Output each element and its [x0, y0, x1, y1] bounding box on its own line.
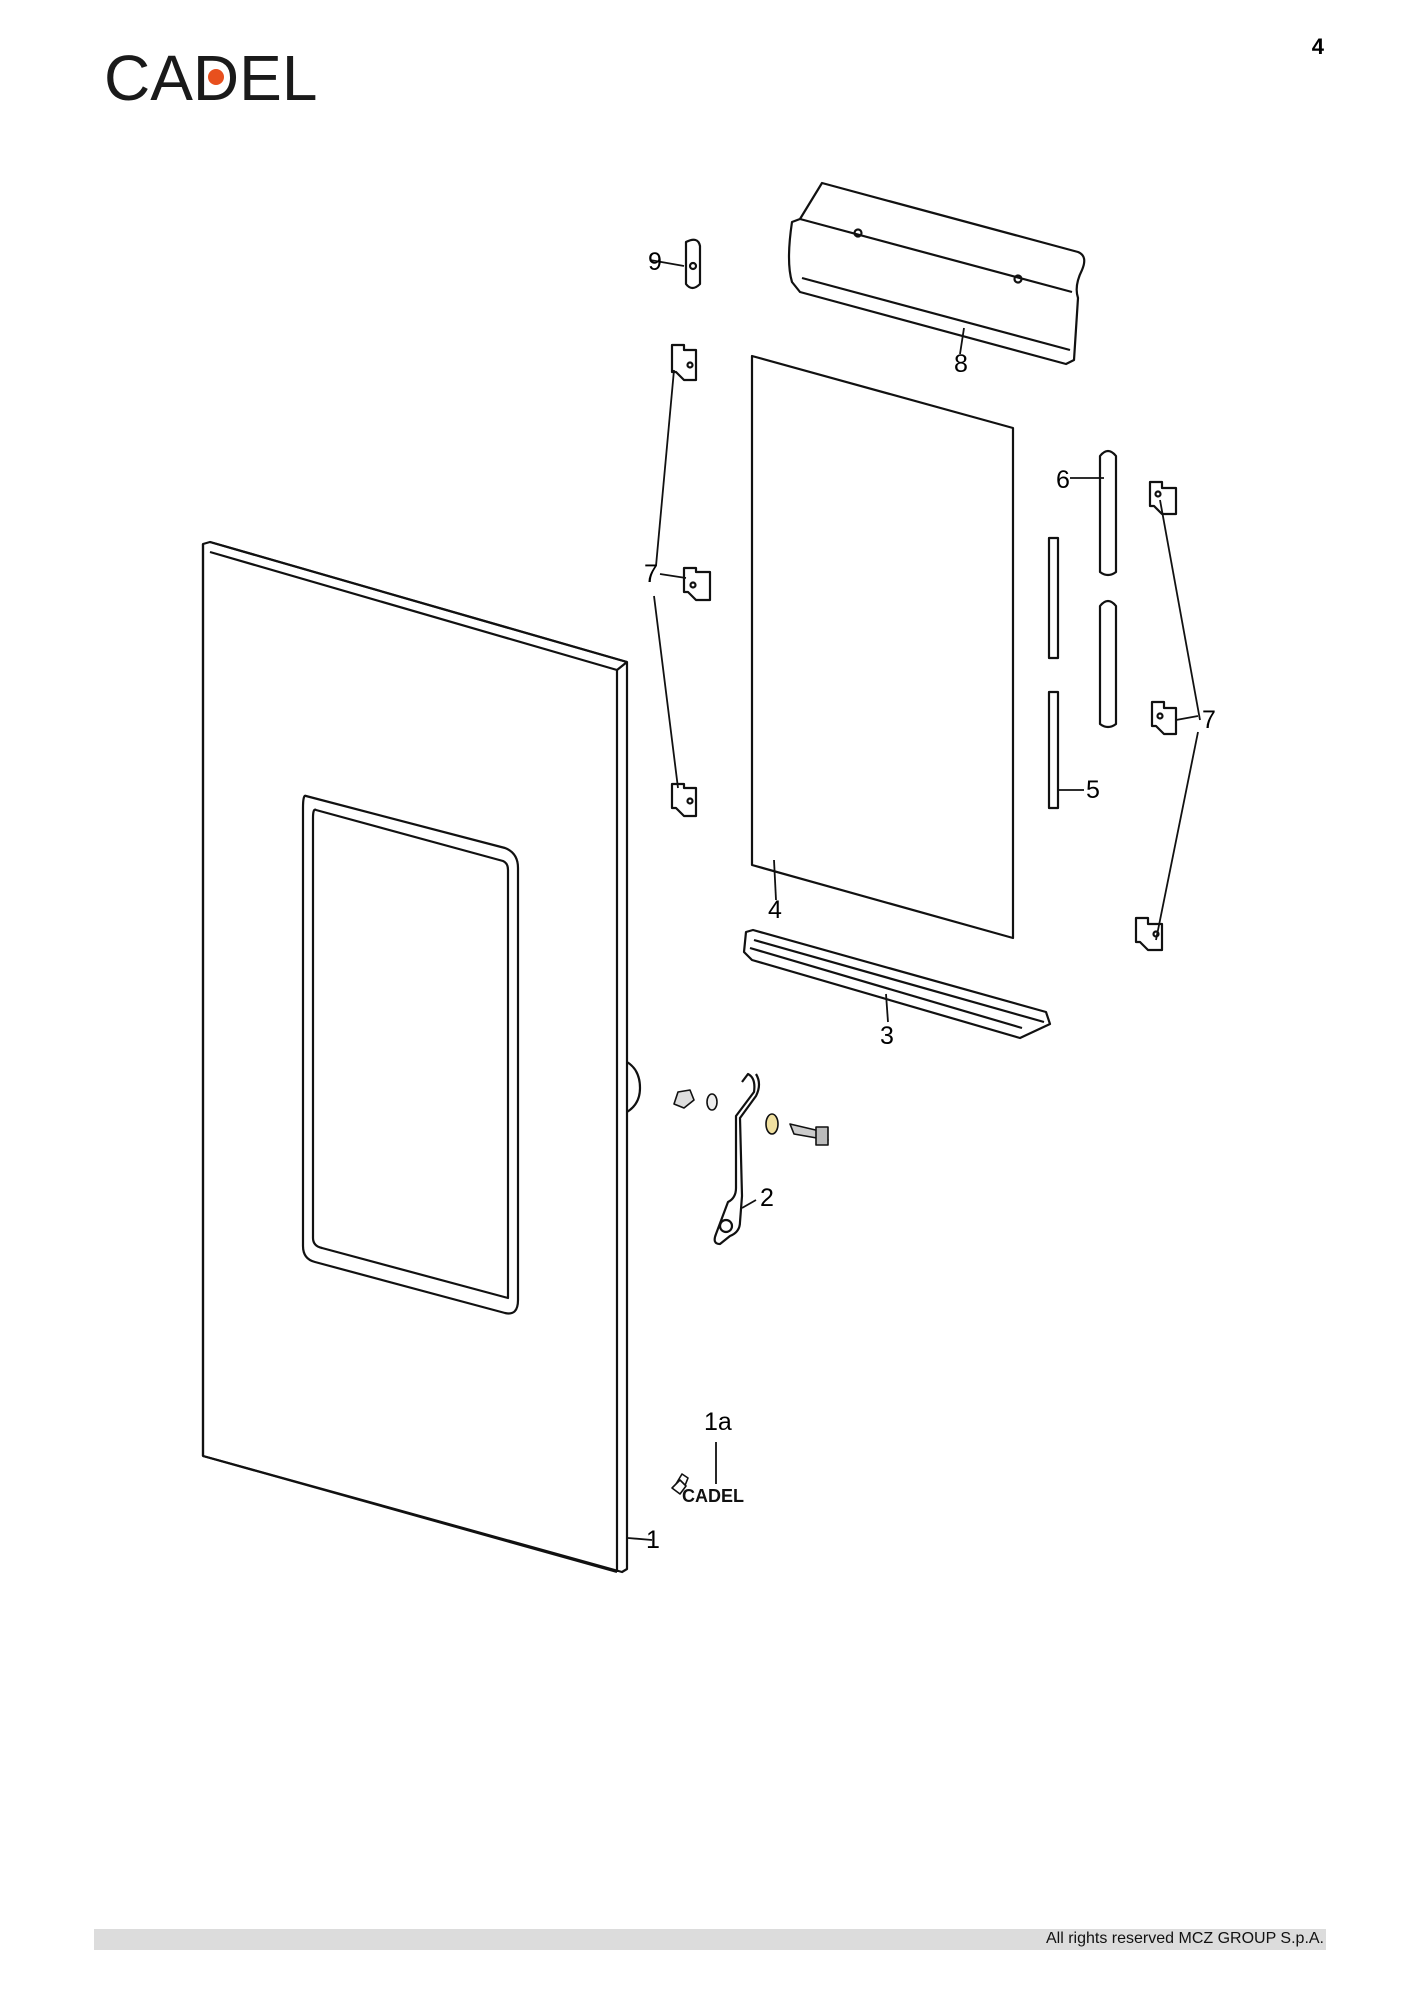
cadel-logo: CADEL: [104, 46, 324, 106]
bottom-profile: [742, 928, 1052, 1040]
glass-clips-left: [670, 343, 712, 818]
glass-clips-right: [1134, 480, 1178, 952]
logo-dot: [208, 69, 224, 85]
callout-2: 2: [760, 1184, 774, 1212]
callout-7-right: 7: [1202, 706, 1216, 734]
callout-9: 9: [648, 248, 662, 276]
page-number: 4: [1311, 34, 1324, 59]
callout-1a: 1a: [704, 1408, 732, 1436]
hinge-pins: [1098, 449, 1118, 729]
callout-5: 5: [1086, 776, 1100, 804]
logo-badge: [671, 1473, 689, 1495]
glass-pane: [750, 354, 1015, 940]
callout-1: 1: [646, 1526, 660, 1554]
cadel-logo-mark: CADEL: [104, 46, 317, 106]
hardware-nuts: [673, 1089, 829, 1146]
footer-bar: [94, 1929, 1326, 1950]
door-panel: [201, 540, 642, 1574]
small-clip: [684, 238, 702, 290]
copyright-text: All rights reserved MCZ GROUP S.p.A.: [1046, 1930, 1324, 1947]
glass-rods: [1047, 536, 1060, 810]
callout-6: 6: [1056, 466, 1070, 494]
callout-4: 4: [768, 896, 782, 924]
callout-7-left: 7: [644, 560, 658, 588]
handle-bracket: [713, 1072, 761, 1246]
badge-logo-text: CADEL: [682, 1486, 744, 1506]
callout-3: 3: [880, 1022, 894, 1050]
top-profile: [787, 181, 1086, 366]
callout-8: 8: [954, 350, 968, 378]
